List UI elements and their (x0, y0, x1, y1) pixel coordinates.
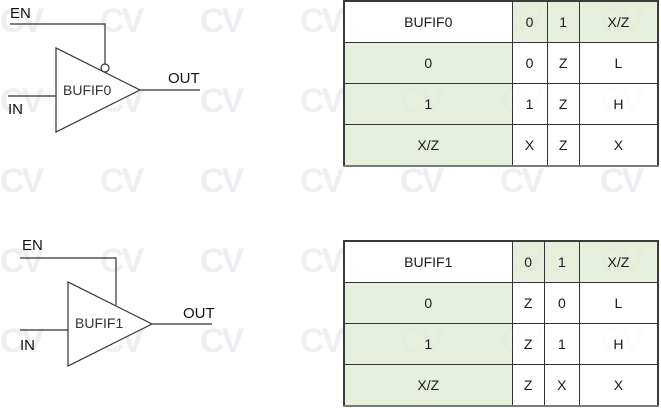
table-cell: X (511, 124, 548, 167)
table-row: 0 0 Z L (343, 42, 659, 84)
table-cell: 0 (511, 42, 548, 84)
watermark-logo: CV (500, 162, 544, 200)
bufif1-gate (20, 257, 212, 367)
gate-name-label: BUFIF1 (75, 315, 123, 331)
gate-diagrams: EN IN OUT BUFIF0 EN IN OUT BUFIF1 (8, 5, 215, 367)
watermark-logo: CV (400, 162, 444, 200)
enable-wire (20, 257, 117, 305)
table-cell: H (578, 323, 659, 365)
buffer-triangle (67, 281, 154, 367)
table-corner-label: BUFIF0 (343, 0, 513, 43)
table-cell: 1 (543, 323, 580, 365)
table-cell: H (578, 83, 659, 125)
column-header: X/Z (578, 0, 659, 43)
table-cell: 1 (511, 83, 548, 125)
buffer-triangle (55, 47, 142, 133)
table-row: X/Z Z X X (343, 364, 659, 407)
output-pin-label: OUT (183, 305, 215, 322)
bufif0-truth-table: BUFIF0 0 1 X/Z 0 0 Z L 1 1 Z H X/Z X Z X (343, 0, 659, 167)
enable-pin-label: EN (10, 5, 31, 22)
input-pin-label: IN (20, 337, 35, 354)
column-header: 0 (511, 0, 548, 43)
table-cell: X (578, 364, 659, 407)
table-cell: Z (546, 42, 580, 84)
row-header: 1 (343, 323, 513, 365)
input-pin-label: IN (8, 101, 23, 118)
enable-wire (10, 23, 106, 64)
table-cell: L (578, 42, 659, 84)
column-header: 0 (511, 240, 545, 283)
table-row: 1 Z 1 H (343, 323, 659, 365)
bufif0-gate (8, 23, 200, 133)
table-row: 1 1 Z H (343, 83, 659, 125)
watermark-logo: CV (600, 162, 644, 200)
bufif1-truth-table: BUFIF1 0 1 X/Z 0 Z 0 L 1 Z 1 H X/Z Z X X (343, 240, 659, 407)
column-header: X/Z (578, 240, 659, 283)
table-cell: Z (546, 83, 580, 125)
row-header: 0 (343, 42, 513, 84)
output-pin-label: OUT (168, 70, 200, 87)
table-cell: Z (511, 323, 545, 365)
table-cell: Z (511, 282, 545, 324)
enable-pin-label: EN (22, 237, 43, 254)
column-header: 1 (543, 240, 580, 283)
table-row: X/Z X Z X (343, 124, 659, 167)
table-cell: Z (546, 124, 580, 167)
gate-name-label: BUFIF0 (63, 82, 111, 98)
table-cell: X (578, 124, 659, 167)
table-corner-label: BUFIF1 (343, 240, 513, 283)
row-header: X/Z (343, 124, 513, 167)
column-header: 1 (546, 0, 580, 43)
table-header-row: BUFIF1 0 1 X/Z (343, 240, 659, 283)
table-cell: L (578, 282, 659, 324)
table-cell: Z (511, 364, 545, 407)
table-row: 0 Z 0 L (343, 282, 659, 324)
table-cell: X (543, 364, 580, 407)
row-header: 0 (343, 282, 513, 324)
table-cell: 0 (543, 282, 580, 324)
table-header-row: BUFIF0 0 1 X/Z (343, 0, 659, 43)
row-header: X/Z (343, 364, 513, 407)
row-header: 1 (343, 83, 513, 125)
